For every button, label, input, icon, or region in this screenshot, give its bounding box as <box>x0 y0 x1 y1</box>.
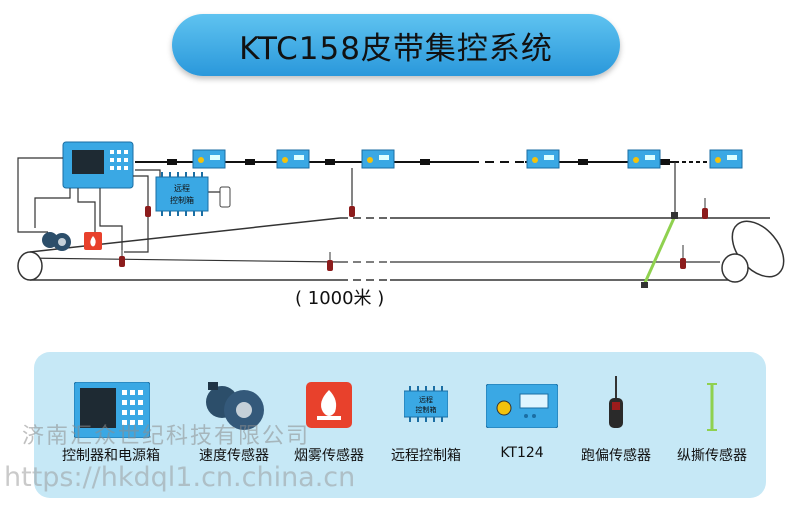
legend-label-smoke-sensor: 烟雾传感器 <box>294 448 364 464</box>
deviation-sensor <box>349 198 355 217</box>
distance-label: ( 1000米 ) <box>295 288 385 309</box>
legend-label-speed-sensor: 速度传感器 <box>199 448 269 464</box>
deviation-sensor <box>680 245 686 269</box>
deviation-sensor <box>327 252 333 271</box>
kt124-device <box>709 149 743 169</box>
kt124-device <box>276 149 310 169</box>
conveyor-belt <box>17 217 785 283</box>
deviation-sensor <box>702 198 708 219</box>
legend-label-controller: 控制器和电源箱 <box>62 448 160 464</box>
socket-icon <box>219 186 231 208</box>
svg-text:控制箱: 控制箱 <box>170 195 194 205</box>
smoke-sensor-icon <box>306 382 352 428</box>
kt124-device <box>627 149 661 169</box>
kt124-icon <box>486 384 558 428</box>
watermark-url: https://hkdql1.cn.china.cn <box>4 462 356 493</box>
kt124-device <box>192 149 226 169</box>
tear-sensor <box>641 212 678 288</box>
system-diagram: 远程 控制箱 <box>17 141 785 288</box>
speed-sensor <box>42 232 71 251</box>
legend-label-kt124: KT124 <box>500 445 544 461</box>
page-title: KTC158皮带集控系统 <box>239 30 553 67</box>
legend-label-deviation-sensor: 跑偏传感器 <box>581 448 651 464</box>
deviation-sensor <box>145 198 151 217</box>
title-banner: KTC158皮带集控系统 <box>172 14 620 76</box>
controller-power-box-icon <box>74 382 150 438</box>
svg-text:远程: 远程 <box>174 184 190 193</box>
smoke-sensor <box>84 232 102 250</box>
legend-label-remote-box: 远程控制箱 <box>391 448 461 464</box>
kt124-device <box>526 149 560 169</box>
remote-control-box: 远程 控制箱 <box>155 172 209 216</box>
svg-text:远程: 远程 <box>419 395 433 404</box>
legend-label-tear-sensor: 纵撕传感器 <box>677 448 747 464</box>
tear-sensor-icon <box>707 383 717 431</box>
legend-panel: 远程 控制箱 控制器和电源箱 速度传感器 烟雾传感器 远程控制箱 KT124 跑… <box>34 352 766 498</box>
deviation-sensor <box>119 245 125 267</box>
watermark-company: 济南汇众世纪科技有限公司 <box>22 424 311 449</box>
controller-power-box <box>62 141 134 189</box>
kt124-device <box>361 149 395 169</box>
deviation-sensor-icon <box>609 376 623 428</box>
remote-control-box-icon: 远程 控制箱 <box>404 386 448 422</box>
svg-text:控制箱: 控制箱 <box>416 405 437 414</box>
speed-sensor-icon <box>206 382 264 430</box>
